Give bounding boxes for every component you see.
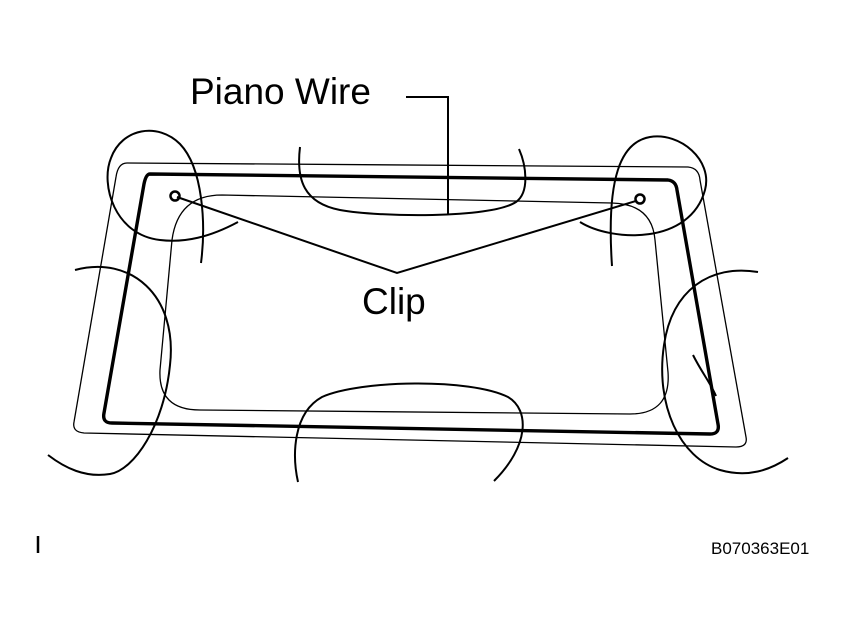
clip-label: Clip — [362, 281, 426, 322]
piano-wire-loop-left — [47, 265, 172, 476]
piano-wire-loop-right — [661, 269, 789, 475]
piano-wire-loop-top-left — [106, 129, 239, 264]
clip-leader-lines — [176, 196, 637, 275]
glass-molding-line — [101, 172, 721, 436]
glass-inner-boundary — [159, 194, 669, 415]
clip-right — [634, 193, 646, 205]
glass-outer-edge — [73, 162, 747, 448]
piano-wire-loop-top-center — [298, 146, 527, 217]
piano-wire-leader-line — [406, 96, 449, 214]
piano-wire-label: Piano Wire — [190, 71, 371, 112]
piano-wire-loop-bottom-center — [294, 382, 524, 483]
figure-code: B070363E01 — [711, 539, 809, 558]
clip-left — [169, 190, 181, 202]
piano-wire-short-segment-right — [692, 354, 717, 397]
piano-wire-loop-top-right — [579, 135, 708, 267]
